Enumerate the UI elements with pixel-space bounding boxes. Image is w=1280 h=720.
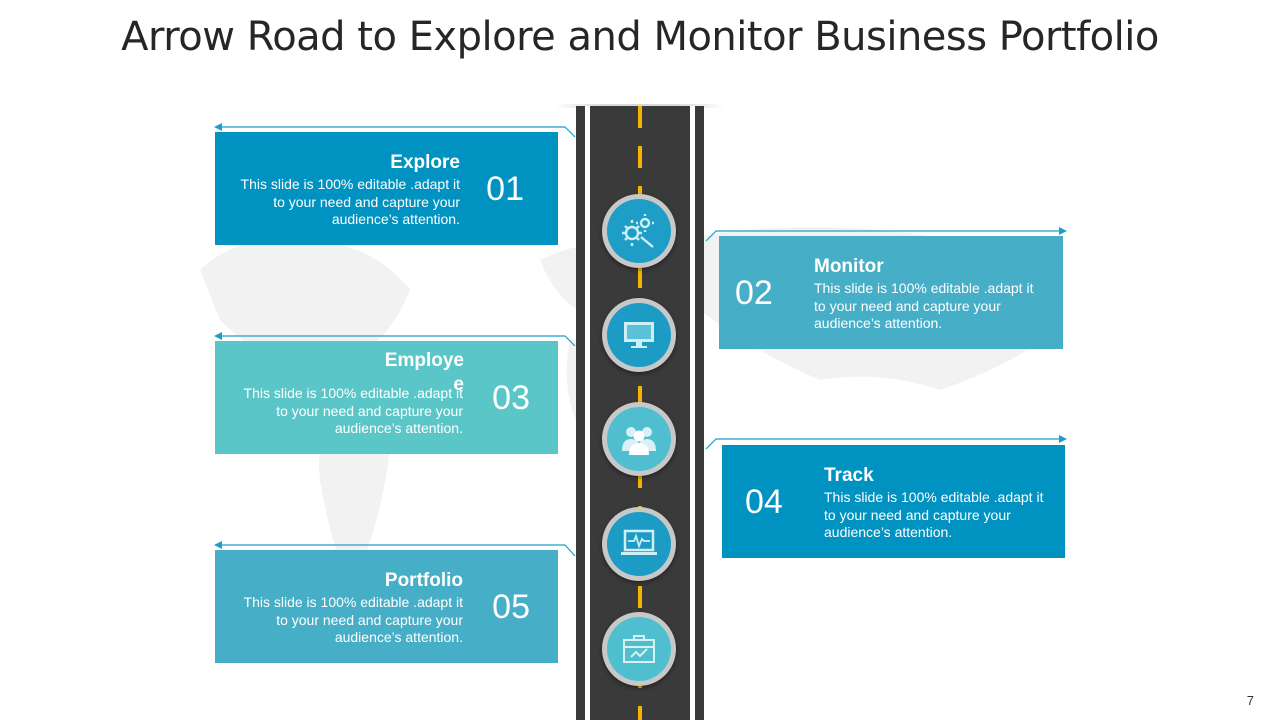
step-05-body: This slide is 100% editable .adapt it to… <box>243 594 463 645</box>
step-02-body: This slide is 100% editable .adapt it to… <box>814 280 1034 331</box>
step-04-node <box>602 507 676 581</box>
step-02-node <box>602 298 676 372</box>
briefcase-icon <box>623 635 655 663</box>
step-01-body: This slide is 100% editable .adapt it to… <box>240 176 460 227</box>
step-02-heading: Monitor <box>814 256 884 277</box>
step-03-number: 03 <box>492 379 530 417</box>
step-03-card: Employe e This slide is 100% editable .a… <box>215 341 558 454</box>
step-01-number: 01 <box>486 170 524 208</box>
step-03-node <box>602 402 676 476</box>
step-04-body: This slide is 100% editable .adapt it to… <box>824 489 1044 540</box>
step-01-node <box>602 194 676 268</box>
team-icon <box>622 427 656 455</box>
step-03-body: This slide is 100% editable .adapt it to… <box>243 385 463 436</box>
gears-wrench-icon <box>622 214 654 248</box>
step-02-number: 02 <box>735 274 773 312</box>
step-04-number: 04 <box>745 483 783 521</box>
step-05-heading: Portfolio <box>384 570 463 591</box>
step-05-node <box>602 612 676 686</box>
laptop-pulse-icon <box>621 529 657 555</box>
step-02-card: 02 Monitor This slide is 100% editable .… <box>719 236 1063 349</box>
road-edge-right <box>690 106 695 720</box>
step-04-card: 04 Track This slide is 100% editable .ad… <box>722 445 1065 558</box>
slide-title: Arrow Road to Explore and Monitor Busine… <box>121 14 1159 60</box>
step-05-card: Portfolio This slide is 100% editable .a… <box>215 550 558 663</box>
step-05-number: 05 <box>492 588 530 626</box>
monitor-icon <box>624 322 654 348</box>
step-01-heading: Explore <box>390 152 460 173</box>
step-04-heading: Track <box>824 465 874 486</box>
road-edge-left <box>585 106 590 720</box>
step-01-card: Explore This slide is 100% editable .ada… <box>215 132 558 245</box>
page-number: 7 <box>1246 693 1254 708</box>
step-03-heading: Employe e <box>384 350 464 395</box>
